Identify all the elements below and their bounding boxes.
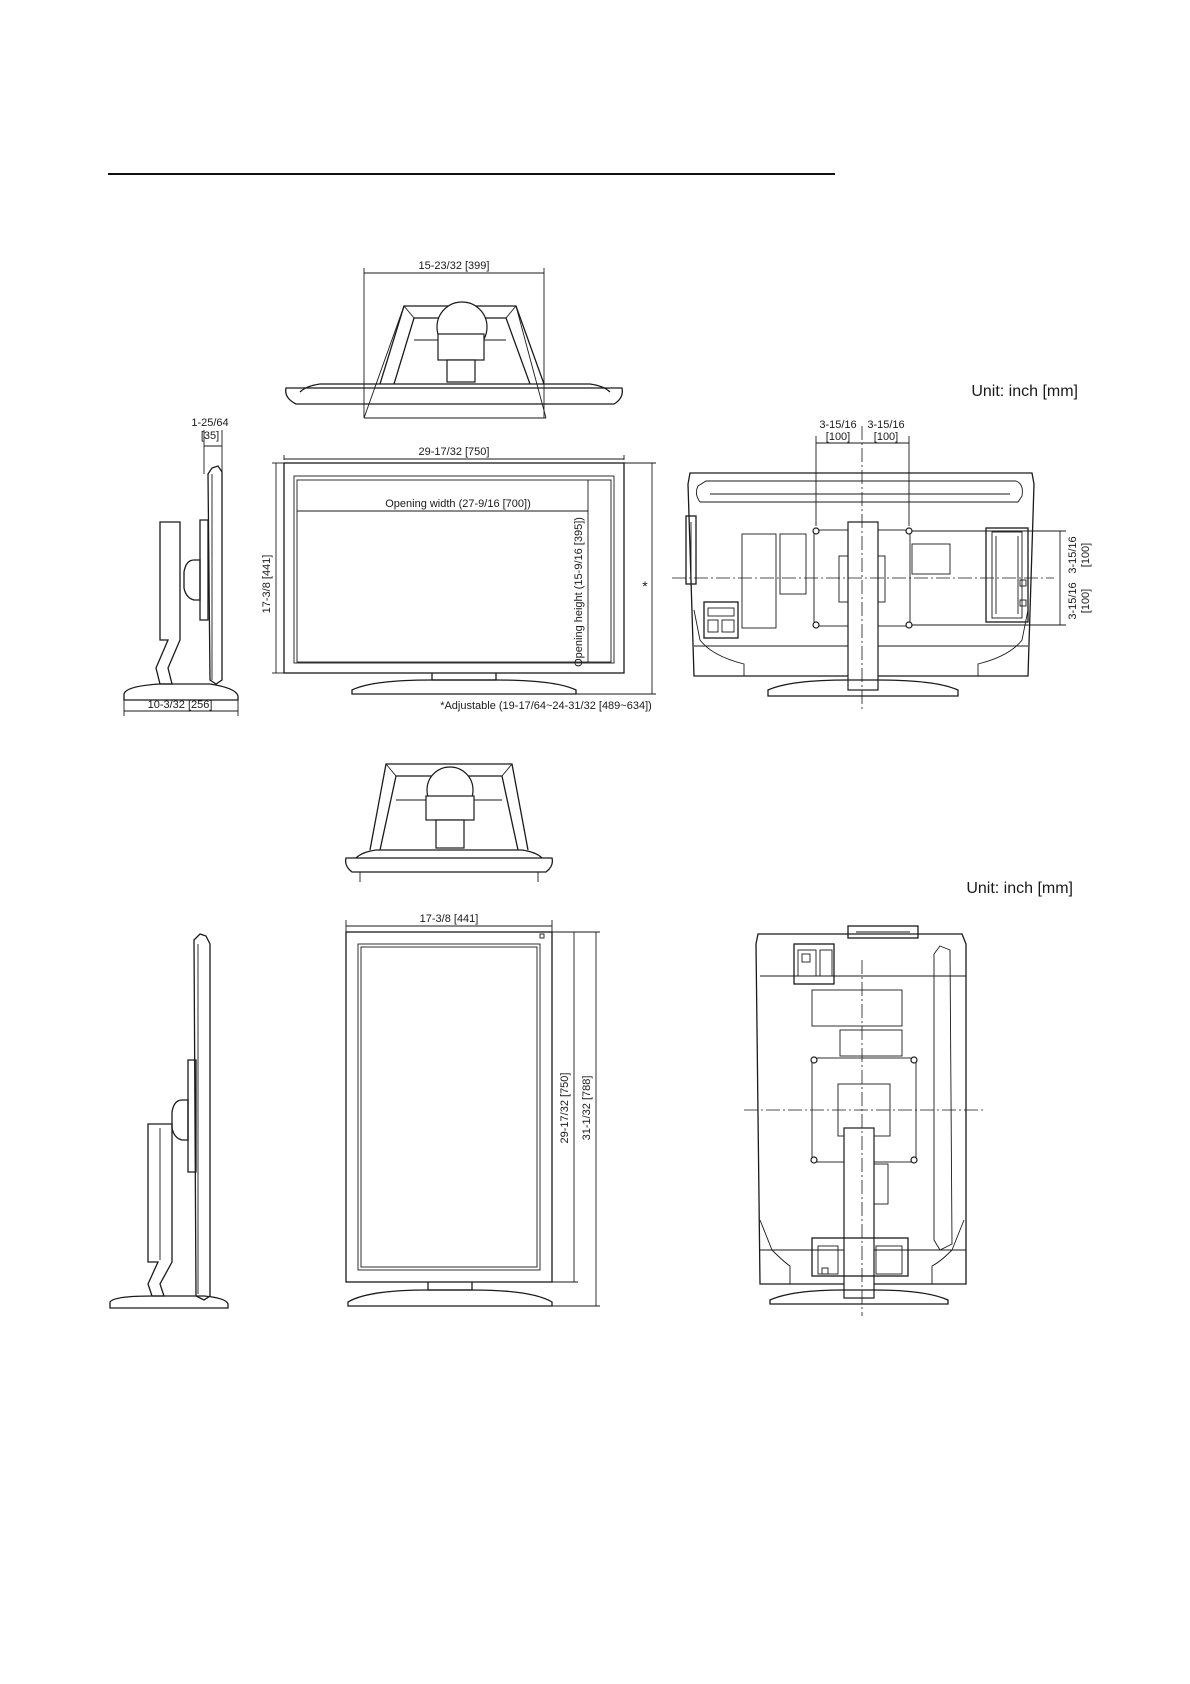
- opening-height-label: Opening height (15-9/16 [395]): [573, 517, 585, 667]
- adjustable-note: *Adjustable (19-17/64~24-31/32 [489~634]…: [440, 700, 652, 712]
- portrait-rear-view: [755, 925, 967, 1305]
- vesa-c-label: 3-15/16: [1067, 536, 1079, 573]
- vesa-d-mm-label: [100]: [1080, 589, 1092, 613]
- vesa-a-label: 3-15/16: [819, 419, 856, 431]
- portrait-front-width-dimension: [345, 920, 553, 932]
- landscape-rear-view: [685, 472, 1035, 697]
- side-base-depth-label: 10-3/32 [256]: [148, 699, 213, 711]
- portrait-rear-centerlines: [744, 960, 986, 1316]
- adjustable-mark: *: [642, 578, 648, 594]
- landscape-front-width-label: 29-17/32 [750]: [419, 446, 490, 458]
- front-height-label: 17-3/8 [441]: [261, 555, 273, 614]
- vesa-b-mm-label: [100]: [874, 431, 898, 443]
- portrait-unit-label: Unit: inch [mm]: [966, 880, 1073, 897]
- adjustable-height-dimension: [576, 462, 656, 695]
- landscape-rear-centerlines: [672, 426, 1054, 710]
- landscape-front-view: [283, 462, 625, 695]
- vesa-b-label: 3-15/16: [867, 419, 904, 431]
- portrait-panel-height-dimension: [552, 931, 578, 1283]
- landscape-side-view: [123, 430, 239, 716]
- front-height-dimension: [272, 462, 284, 674]
- portrait-front-width-label: 17-3/8 [441]: [420, 913, 479, 925]
- landscape-top-width-dimension: [363, 268, 545, 418]
- vesa-a-mm-label: [100]: [826, 431, 850, 443]
- landscape-top-view: [285, 301, 623, 419]
- vesa-d-label: 3-15/16: [1067, 582, 1079, 619]
- landscape-front-width-dimension: [283, 455, 625, 460]
- vesa-dimensions-landscape: [815, 436, 1066, 626]
- landscape-unit-label: Unit: inch [mm]: [971, 383, 1078, 400]
- side-depth-mm-label: [35]: [201, 430, 219, 442]
- vesa-c-mm-label: [100]: [1080, 543, 1092, 567]
- portrait-panel-height-label: 29-17/32 [750]: [559, 1073, 571, 1144]
- side-depth-label: 1-25/64: [191, 417, 228, 429]
- portrait-front-view: [345, 931, 553, 1307]
- opening-width-label: Opening width (27-9/16 [700]): [385, 498, 531, 510]
- portrait-side-view: [109, 933, 229, 1309]
- portrait-total-height-dimension: [552, 931, 600, 1307]
- portrait-top-view: [344, 763, 554, 882]
- landscape-top-width-label: 15-23/32 [399]: [419, 260, 490, 272]
- portrait-total-height-label: 31-1/32 [788]: [581, 1076, 593, 1141]
